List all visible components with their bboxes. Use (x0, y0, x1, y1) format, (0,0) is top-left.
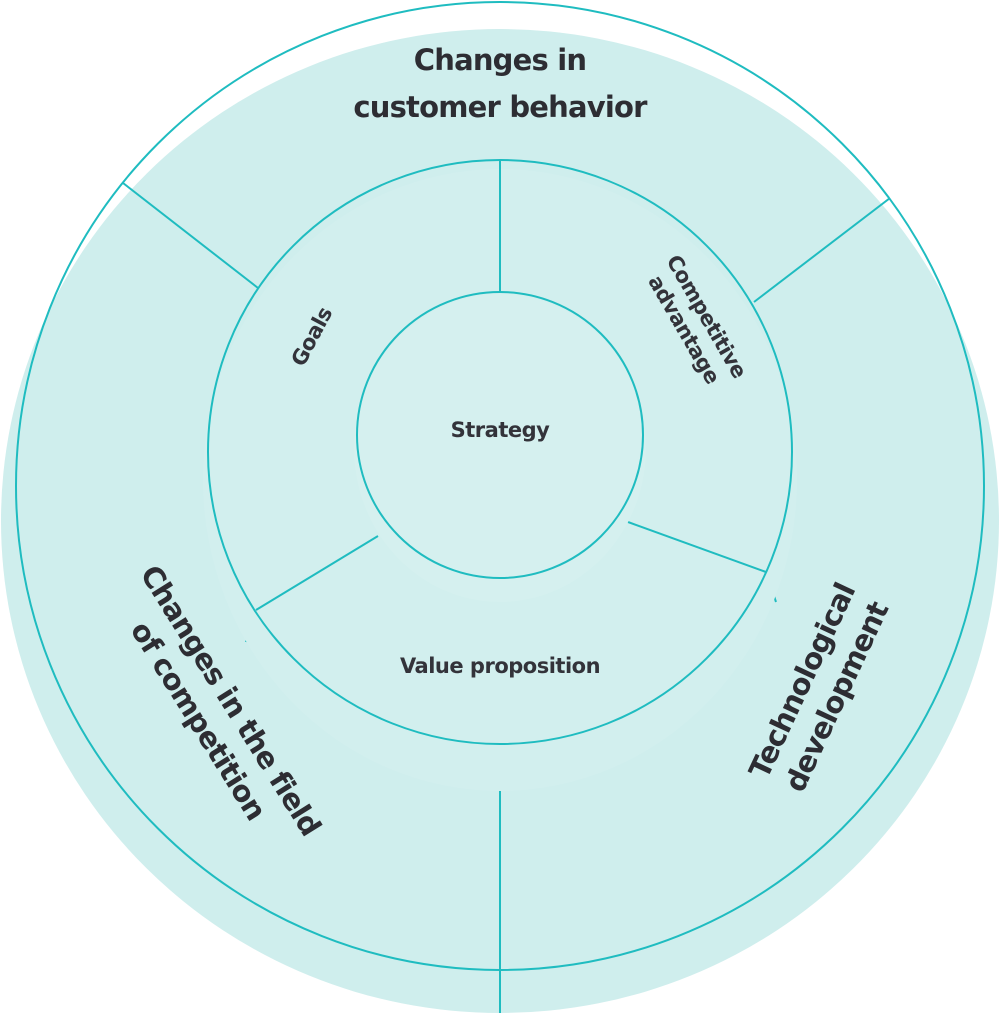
center-circle (356, 291, 644, 579)
middle-divider-left (255, 535, 379, 611)
strategy-label: Strategy (451, 418, 551, 442)
customer-behavior-line-1: Changes in (414, 43, 587, 77)
customer-behavior-label: Changes in customer behavior (353, 43, 649, 124)
center-shadow (354, 294, 646, 602)
customer-behavior-line-2: customer behavior (353, 90, 648, 124)
outer-divider-top-left (122, 182, 259, 289)
middle-divider-right (627, 521, 767, 573)
outer-divider-top-right (753, 197, 891, 303)
value-proposition-label: Value proposition (400, 654, 600, 678)
